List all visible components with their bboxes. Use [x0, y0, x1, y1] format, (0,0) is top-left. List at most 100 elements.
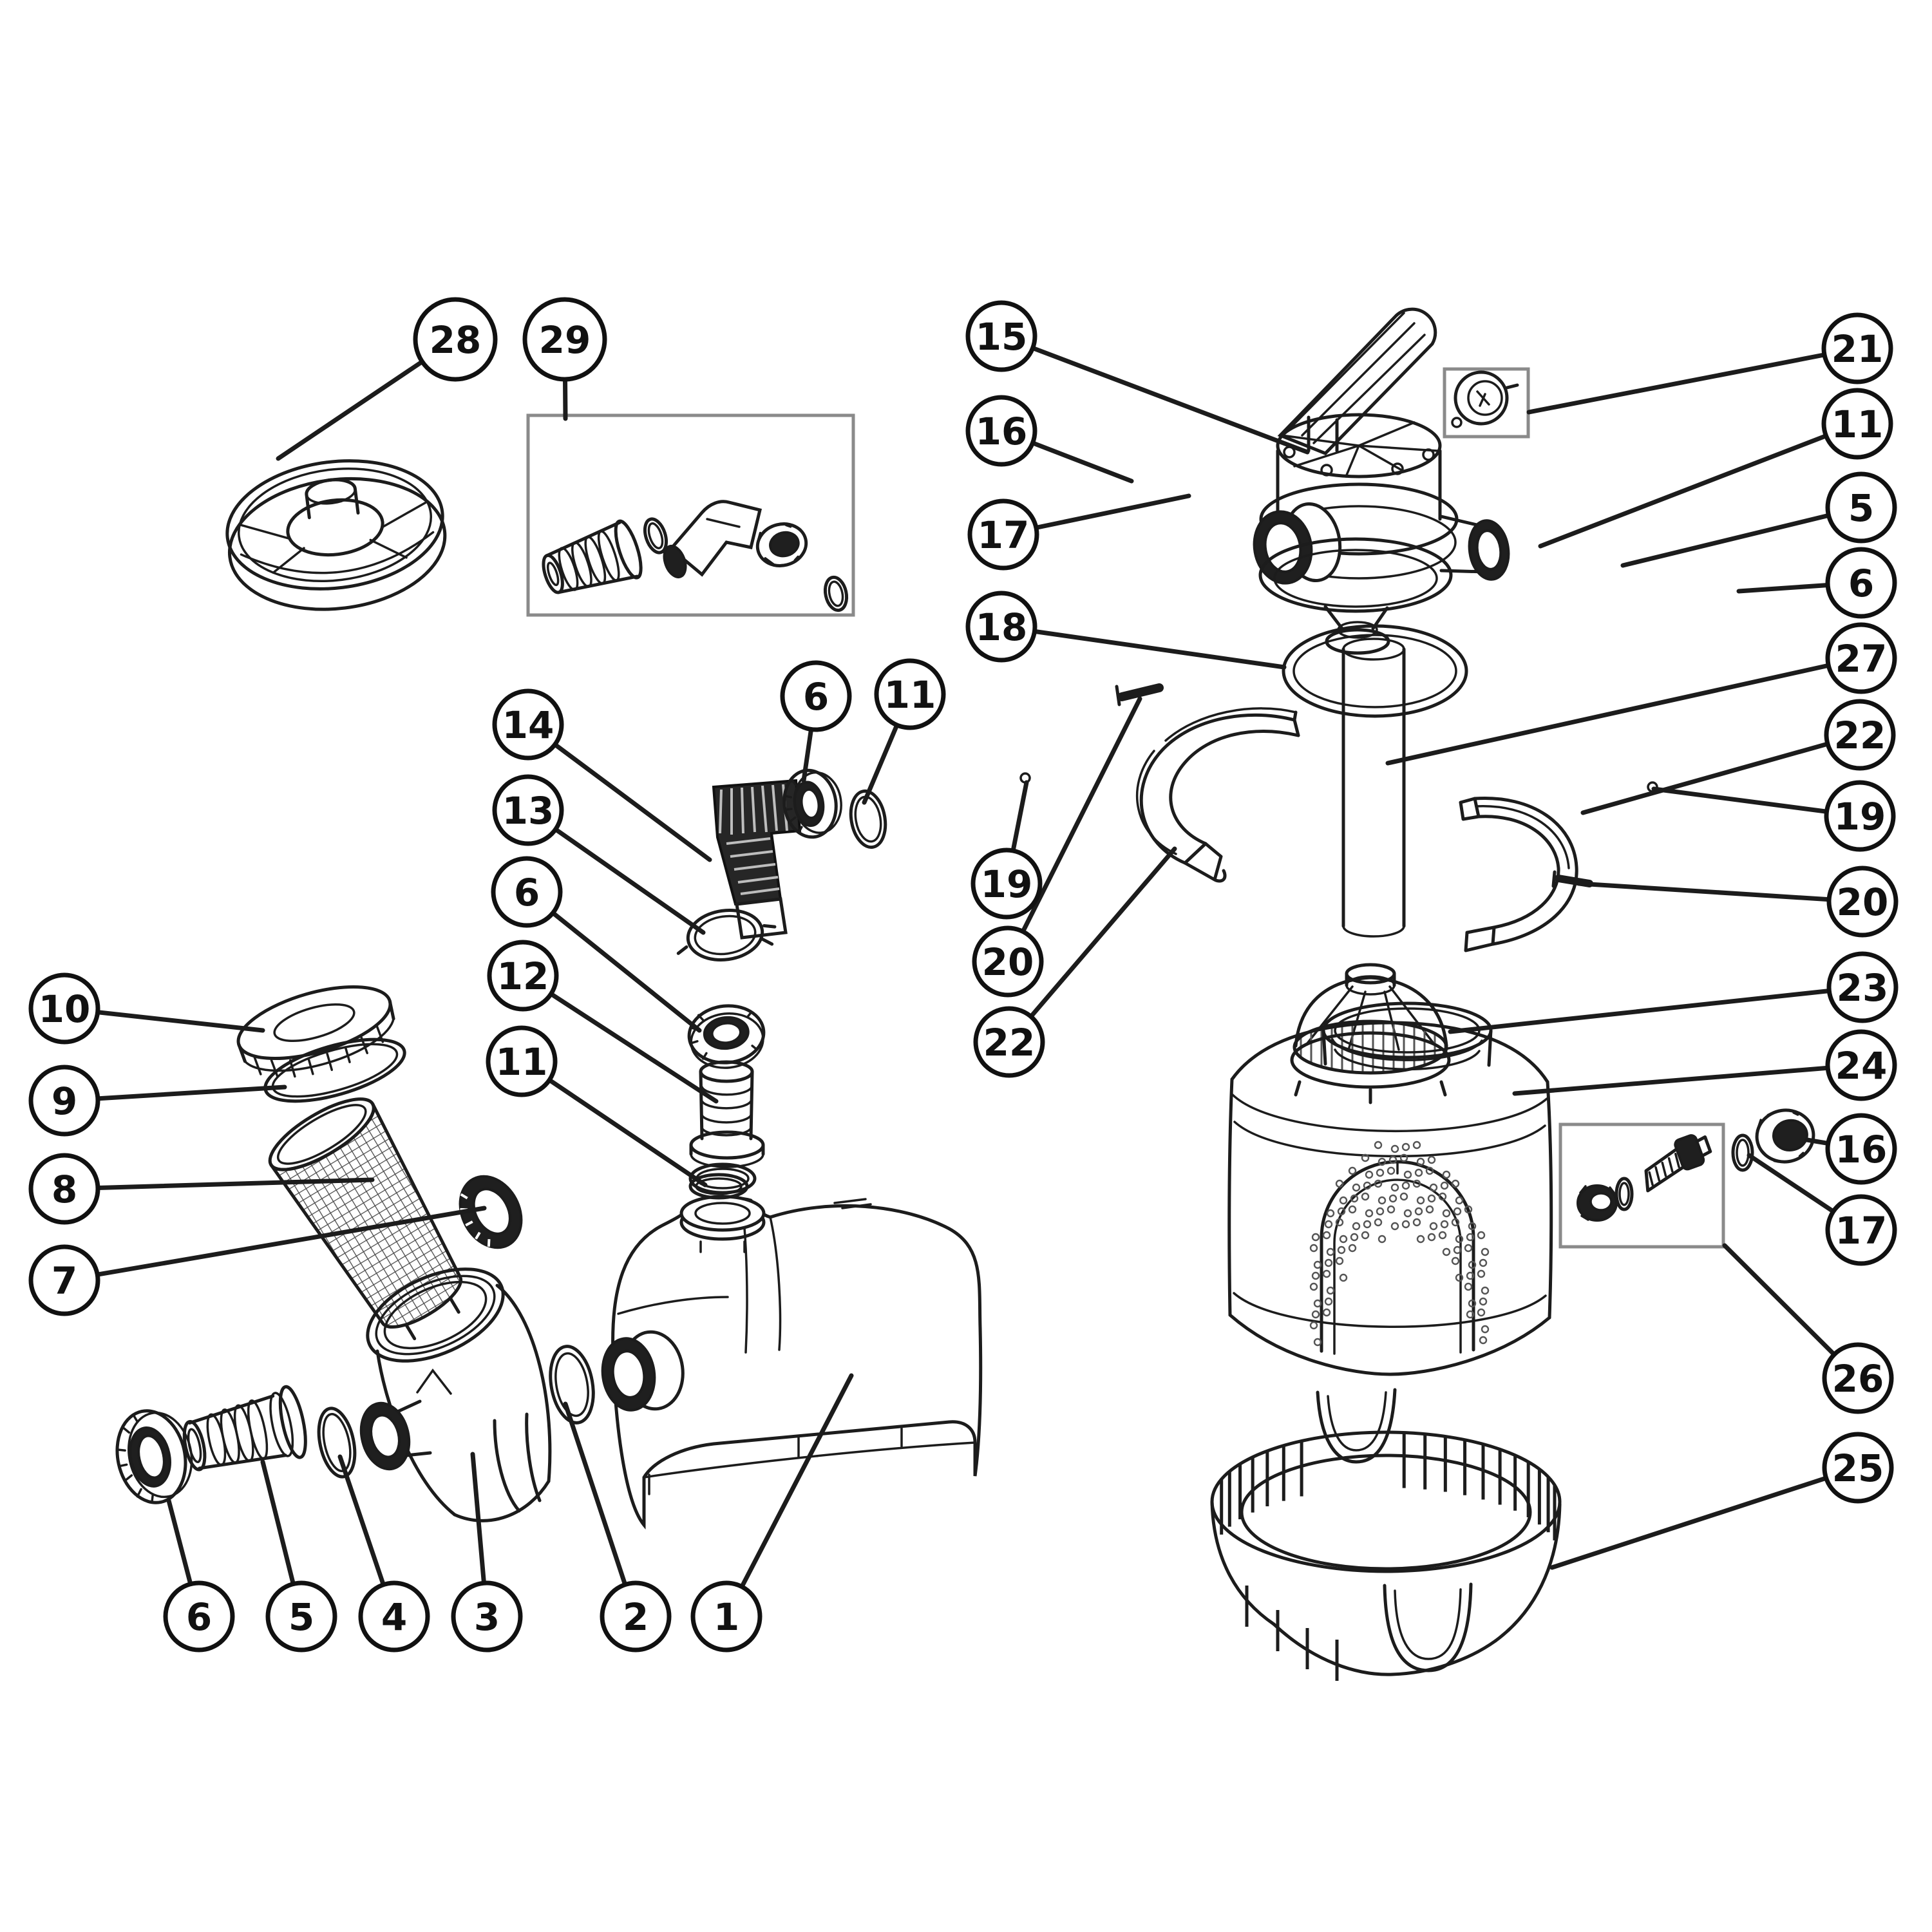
callout-13: 13 — [492, 774, 564, 846]
hose-adapter-icon — [542, 519, 643, 594]
clamp-bolt-left — [1115, 683, 1164, 706]
callout-22: 22 — [1824, 699, 1896, 771]
callout-number: 22 — [983, 1021, 1036, 1065]
speckle-dot — [1479, 1258, 1488, 1267]
callout-5: 5 — [265, 1580, 337, 1653]
callout-circle — [1824, 780, 1896, 852]
leader-line-24 — [1512, 1063, 1864, 1096]
speckle-dot — [1339, 1235, 1348, 1244]
callout-number: 19 — [981, 862, 1033, 906]
speckle-dot — [1477, 1308, 1486, 1317]
callout-25: 25 — [1822, 1432, 1894, 1504]
speckle-dot — [1440, 1181, 1449, 1190]
speckle-dot — [1455, 1273, 1464, 1282]
speckle-dot — [1390, 1144, 1399, 1153]
drain-o-ring — [1731, 1133, 1754, 1172]
speckle-dot — [1451, 1179, 1460, 1188]
speckle-dot — [1387, 1205, 1396, 1214]
callout-28: 28 — [413, 297, 498, 382]
callout-circle — [522, 297, 607, 382]
callout-number: 16 — [976, 410, 1028, 453]
clamp-half-left — [1135, 707, 1300, 883]
speckle-dot — [1399, 1153, 1408, 1162]
callout-number: 13 — [502, 789, 554, 833]
callout-1: 1 — [690, 1580, 762, 1653]
speckle-dot — [1401, 1220, 1410, 1229]
hose-nut-left — [115, 1409, 193, 1504]
callout-number: 14 — [502, 703, 554, 747]
speckle-dot — [1324, 1297, 1333, 1306]
callout-number: 11 — [1832, 402, 1884, 446]
callout-number: 28 — [430, 318, 482, 362]
speckle-dot — [1429, 1222, 1438, 1231]
callout-3: 3 — [451, 1580, 523, 1653]
leader-line-5 — [1620, 505, 1864, 568]
speckle-dot — [1374, 1179, 1383, 1188]
speckle-dot — [1425, 1166, 1434, 1175]
speckle-dot — [1390, 1222, 1399, 1231]
speckle-dot — [1388, 1155, 1397, 1164]
callout-26: 26 — [1822, 1342, 1894, 1414]
leader-line-25 — [1549, 1465, 1861, 1570]
speckle-dot — [1479, 1336, 1488, 1345]
callout-17: 17 — [1825, 1194, 1897, 1266]
callout-22: 22 — [973, 1006, 1045, 1078]
pump-motor-housing — [601, 1195, 983, 1530]
callout-number: 7 — [52, 1259, 77, 1303]
leader-line-11 — [519, 1059, 708, 1188]
filter-tank — [1227, 1001, 1553, 1376]
callout-18: 18 — [965, 591, 1037, 663]
speckle-dot — [1322, 1269, 1331, 1278]
speckle-dot — [1348, 1205, 1357, 1214]
speckle-dot — [1361, 1153, 1370, 1162]
callout-number: 26 — [1832, 1357, 1884, 1401]
callout-number: 12 — [497, 954, 549, 998]
speckle-dot — [1455, 1235, 1464, 1244]
leader-line-20 — [1577, 881, 1865, 904]
callout-number: 25 — [1832, 1446, 1884, 1490]
leader-line-9 — [62, 1084, 287, 1103]
callout-circle — [1825, 1194, 1897, 1266]
speckle-dot — [1339, 1196, 1348, 1205]
callout-20: 20 — [972, 925, 1044, 998]
speckle-dot — [1468, 1260, 1477, 1269]
callout-number: 2 — [623, 1595, 649, 1639]
corrugated-elbow — [712, 779, 802, 940]
callout-number: 11 — [496, 1040, 548, 1084]
strainer-housing — [359, 1267, 552, 1522]
speckle-dot — [1313, 1338, 1322, 1347]
leader-line-20 — [1005, 696, 1142, 964]
callout-29: 29 — [522, 297, 607, 382]
hose-nut-icon — [755, 522, 808, 567]
callout-10: 10 — [28, 972, 100, 1045]
leader-line-8 — [62, 1177, 375, 1191]
speckle-dot — [1311, 1233, 1320, 1242]
connector-o-ring — [688, 1173, 749, 1200]
speckle-dot — [1429, 1183, 1438, 1192]
speckle-dot — [1466, 1233, 1475, 1242]
elbow-fitting-icon — [663, 500, 762, 579]
speckle-dot — [1326, 1209, 1335, 1218]
leader-line-7 — [62, 1206, 487, 1283]
callout-circle — [1825, 1029, 1897, 1101]
speckle-dot — [1374, 1141, 1383, 1150]
callout-11: 11 — [486, 1025, 558, 1097]
callout-circle — [600, 1580, 672, 1653]
speckle-dot — [1376, 1168, 1385, 1177]
speckle-dot — [1438, 1192, 1447, 1201]
callout-circle — [491, 856, 563, 928]
callout-circle — [973, 1006, 1045, 1078]
callout-circle — [413, 297, 498, 382]
speckle-dot — [1313, 1260, 1322, 1269]
callout-number: 15 — [976, 315, 1028, 359]
callout-15: 15 — [965, 300, 1037, 372]
callout-circle — [1825, 471, 1897, 544]
speckle-dot — [1477, 1231, 1486, 1240]
speckle-dot — [1311, 1271, 1320, 1280]
speckle-dot — [1468, 1299, 1477, 1308]
speckle-dot — [1326, 1286, 1335, 1295]
inlet-o-ring-small — [317, 1406, 357, 1479]
speckle-dot — [1324, 1220, 1333, 1229]
speckle-dot — [1416, 1235, 1425, 1244]
